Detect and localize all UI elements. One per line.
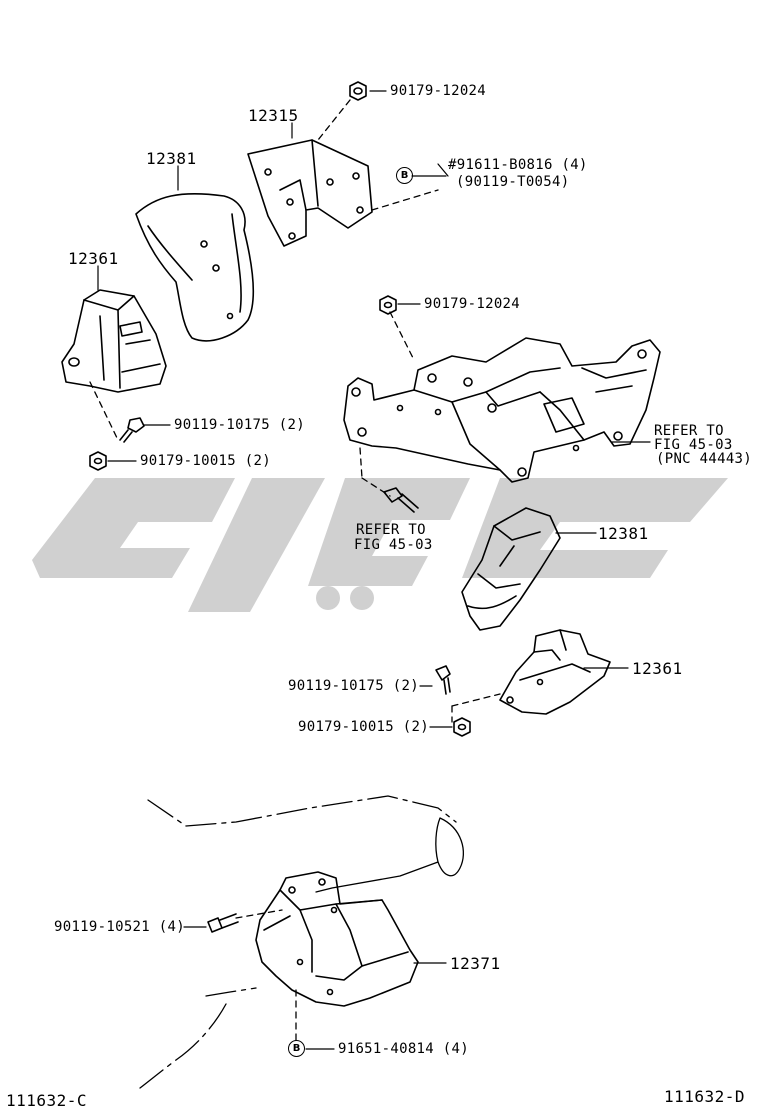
left-mount-label: 12361 bbox=[68, 249, 119, 268]
crossmember-nut-label: 90179-12024 bbox=[424, 296, 521, 312]
bolt-icon bbox=[119, 417, 145, 443]
rear-bolt-label: 90119-10521 (4) bbox=[54, 919, 185, 935]
refer-right-line1: REFER TO bbox=[654, 423, 724, 439]
crossmember bbox=[343, 337, 661, 483]
rear-bolt-b-label: 91651-40814 (4) bbox=[338, 1041, 469, 1057]
upper-bolt-alt-label: (90119-T0054) bbox=[456, 174, 570, 190]
right-mount-label: 12361 bbox=[632, 659, 683, 678]
left-nut-label: 90179-10015 (2) bbox=[140, 453, 271, 469]
left-insulator-cover-label: 12381 bbox=[146, 149, 197, 168]
bolt-icon bbox=[435, 665, 451, 695]
transmission-outline bbox=[139, 795, 464, 1089]
leader-lines bbox=[97, 90, 651, 1050]
bolt-marker-b: B bbox=[396, 167, 413, 184]
left-insulator-cover-12381 bbox=[135, 193, 255, 342]
left-bolt-label: 90119-10175 (2) bbox=[174, 417, 305, 433]
watermark-logo bbox=[32, 478, 728, 612]
rear-mount-label: 12371 bbox=[450, 954, 501, 973]
figure-code-left: 111632-C bbox=[6, 1091, 88, 1110]
refer-right-line3: (PNC 44443) bbox=[656, 451, 753, 467]
bolt-icon bbox=[207, 913, 239, 933]
upper-nut-label: 90179-12024 bbox=[390, 83, 487, 99]
refer-center-line1: REFER TO bbox=[356, 522, 426, 538]
nut-icon bbox=[89, 451, 107, 471]
figure-code-right: 111632-D bbox=[664, 1087, 746, 1106]
refer-center-line2: FIG 45-03 bbox=[354, 537, 433, 553]
right-insulator-cover-label: 12381 bbox=[598, 524, 649, 543]
nut-icon bbox=[453, 717, 471, 737]
left-mount-12361 bbox=[61, 289, 167, 393]
upper-bracket-label: 12315 bbox=[248, 106, 299, 125]
nut-icon bbox=[349, 81, 367, 101]
bolt-icon bbox=[383, 487, 419, 513]
refer-right-line2: FIG 45-03 bbox=[654, 437, 733, 453]
right-nut-label: 90179-10015 (2) bbox=[298, 719, 429, 735]
rear-mount-12371 bbox=[255, 871, 419, 1007]
right-mount-12361 bbox=[499, 629, 611, 715]
upper-bracket-12315 bbox=[247, 139, 373, 247]
rear-bolt-marker-b: B bbox=[288, 1040, 305, 1057]
right-insulator-cover-12381 bbox=[461, 507, 561, 631]
nut-icon bbox=[379, 295, 397, 315]
right-bolt-label: 90119-10175 (2) bbox=[288, 678, 419, 694]
upper-bolt-label: #91611-B0816 (4) bbox=[448, 157, 588, 173]
